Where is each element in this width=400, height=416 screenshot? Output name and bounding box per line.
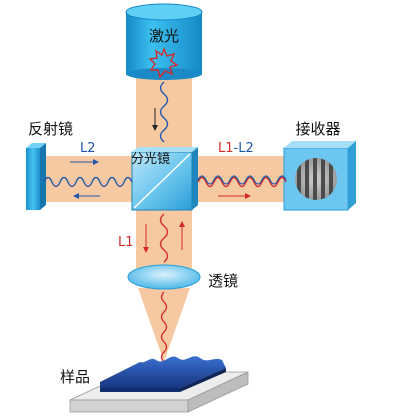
measurement-wave-l1: [159, 213, 169, 263]
sample-label: 样品: [60, 368, 90, 386]
laser-source: 激光: [125, 3, 203, 80]
vertical-beam-upper: [136, 70, 192, 152]
lens-label: 透镜: [208, 272, 238, 290]
beam-splitter: [131, 147, 198, 211]
lens: [127, 264, 201, 290]
path-difference-dash: -: [234, 141, 239, 156]
receiver: [283, 141, 356, 211]
path-difference-label: L1-L2: [218, 141, 254, 156]
l2-label: L2: [80, 141, 96, 156]
beam-splitter-label: 分光镜: [131, 152, 170, 167]
vertical-beam-lower: [136, 210, 192, 268]
focused-wave: [160, 291, 168, 363]
l1-label: L1: [118, 235, 134, 250]
combined-wave-red: [197, 176, 287, 188]
laser-wave: [159, 81, 169, 143]
receiver-label: 接收器: [295, 120, 340, 138]
mirror-label: 反射镜: [28, 120, 73, 138]
star-burst-icon: [148, 47, 179, 79]
mirror: [26, 143, 46, 210]
combined-wave-blue: [197, 175, 287, 185]
focused-beam-cone: [138, 288, 190, 362]
path-difference-l2: L2: [238, 141, 254, 156]
reference-wave-l2: [43, 176, 133, 188]
laser-label: 激光: [149, 27, 179, 45]
sample: [100, 356, 226, 392]
interference-fringe-icon: [295, 158, 337, 200]
horizontal-beam-left: [40, 156, 132, 202]
path-difference-l1: L1: [218, 141, 234, 156]
horizontal-beam-right: [196, 156, 290, 202]
